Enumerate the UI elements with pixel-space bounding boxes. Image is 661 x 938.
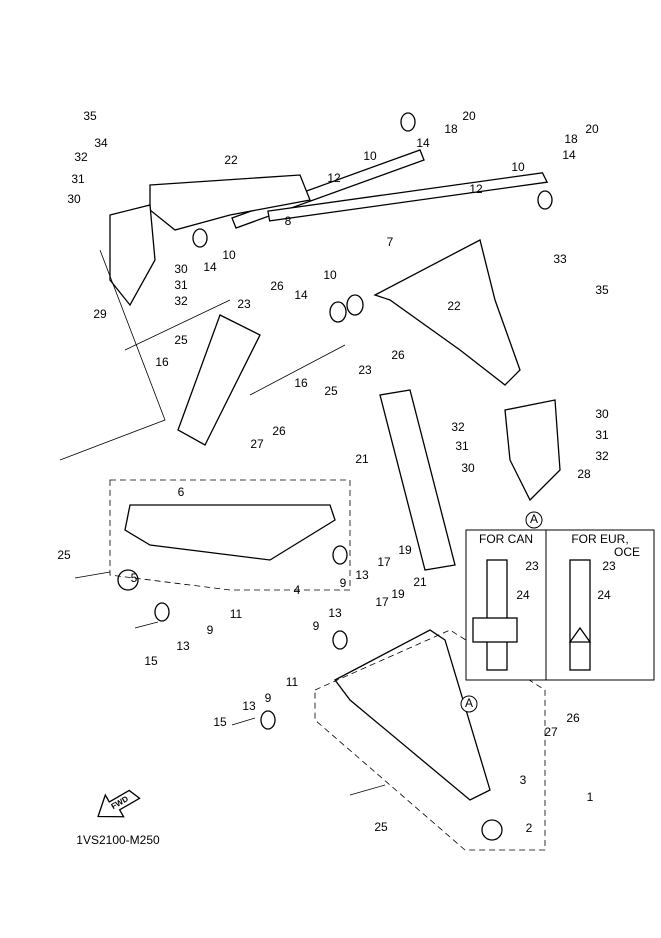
callout-35: 35: [83, 109, 97, 123]
callout-30: 30: [174, 262, 188, 276]
callout-9: 9: [265, 691, 272, 705]
callout-17: 17: [377, 555, 391, 569]
callout-32: 32: [595, 449, 609, 463]
callout-26: 26: [391, 348, 405, 362]
callout-23: 23: [358, 363, 372, 377]
callout-14: 14: [562, 148, 576, 162]
callout-10: 10: [323, 268, 337, 282]
callout-20: 20: [585, 122, 599, 136]
callout-11: 11: [286, 675, 299, 689]
callout-26: 26: [566, 711, 580, 725]
callout-19: 19: [398, 543, 412, 557]
callout-25: 25: [57, 548, 71, 562]
callout-10: 10: [511, 160, 525, 174]
callout-32: 32: [174, 294, 188, 308]
callout-18: 18: [564, 132, 578, 146]
callout-28: 28: [577, 467, 591, 481]
callout-31: 31: [71, 172, 85, 186]
callout-26: 26: [270, 279, 284, 293]
callouts: 3534323130228121014182010143031322912101…: [57, 109, 609, 835]
callout-27: 27: [544, 725, 558, 739]
fwd-arrow-icon: FWD: [97, 789, 141, 818]
callout-22: 22: [224, 153, 238, 167]
callout-30: 30: [67, 192, 81, 206]
callout-13: 13: [242, 699, 256, 713]
callout-21: 21: [355, 452, 369, 466]
callout-11: 11: [230, 607, 243, 621]
callout-4: 4: [294, 583, 301, 597]
callout-9: 9: [340, 576, 347, 590]
callout-2: 2: [526, 821, 533, 835]
part-shapes: [74, 112, 561, 841]
callout-19: 19: [391, 587, 405, 601]
callout-22: 22: [447, 299, 461, 313]
callout-3: 3: [520, 773, 527, 787]
inset-right-title-2: OCE: [614, 545, 640, 559]
inset-left-title: FOR CAN: [479, 532, 533, 546]
callout-9: 9: [313, 619, 320, 633]
callout-25: 25: [174, 333, 188, 347]
callout-31: 31: [174, 278, 188, 292]
inset-right-title-1: FOR EUR,: [571, 532, 628, 546]
warning-triangle-icon: [568, 626, 592, 643]
callout-5: 5: [131, 571, 138, 585]
callout-14: 14: [203, 260, 217, 274]
svg-text:A: A: [465, 696, 473, 710]
callout-31: 31: [455, 439, 469, 453]
callout-10: 10: [222, 248, 236, 262]
callout-16: 16: [155, 355, 169, 369]
callout-21: 21: [413, 575, 427, 589]
callout-1: 1: [587, 790, 594, 804]
callout-16: 16: [294, 376, 308, 390]
callout-27: 27: [250, 437, 264, 451]
callout-29: 29: [93, 307, 107, 321]
callout-32: 32: [451, 420, 465, 434]
callout-25: 25: [324, 384, 338, 398]
callout-32: 32: [74, 150, 88, 164]
inset-right-label-24: 24: [597, 588, 611, 602]
callout-35: 35: [595, 283, 609, 297]
svg-text:A: A: [530, 512, 538, 526]
inset-left-label-23: 23: [525, 559, 539, 573]
inset-right-label-23: 23: [602, 559, 616, 573]
callout-14: 14: [294, 288, 308, 302]
reference-mark-a-2: A: [460, 695, 478, 713]
inset-left-label-24: 24: [516, 588, 530, 602]
callout-7: 7: [387, 235, 394, 249]
callout-12: 12: [469, 182, 483, 196]
callout-23: 23: [237, 297, 251, 311]
diagram-code: 1VS2100-M250: [76, 833, 160, 847]
callout-17: 17: [375, 595, 389, 609]
callout-18: 18: [444, 122, 458, 136]
callout-15: 15: [144, 654, 158, 668]
callout-14: 14: [416, 136, 430, 150]
callout-26: 26: [272, 424, 286, 438]
callout-13: 13: [328, 606, 342, 620]
callout-6: 6: [178, 485, 185, 499]
callout-30: 30: [461, 461, 475, 475]
callout-13: 13: [176, 639, 190, 653]
reference-mark-a-1: A: [525, 511, 543, 529]
callout-15: 15: [213, 715, 227, 729]
inset-box: FOR CAN FOR EUR, OCE 23 24 23 24: [465, 529, 655, 681]
callout-13: 13: [355, 568, 369, 582]
leader-knuckle: [59, 249, 166, 461]
callout-25: 25: [374, 820, 388, 834]
callout-8: 8: [285, 214, 292, 228]
group-outline-right-lower-arm: [314, 629, 546, 851]
callout-31: 31: [595, 428, 609, 442]
callout-9: 9: [207, 623, 214, 637]
callout-12: 12: [327, 171, 341, 185]
group-outline-left-lower-arm: [109, 479, 351, 591]
callout-34: 34: [94, 136, 108, 150]
callout-30: 30: [595, 407, 609, 421]
callout-33: 33: [553, 252, 567, 266]
callout-10: 10: [363, 149, 377, 163]
callout-20: 20: [462, 109, 476, 123]
